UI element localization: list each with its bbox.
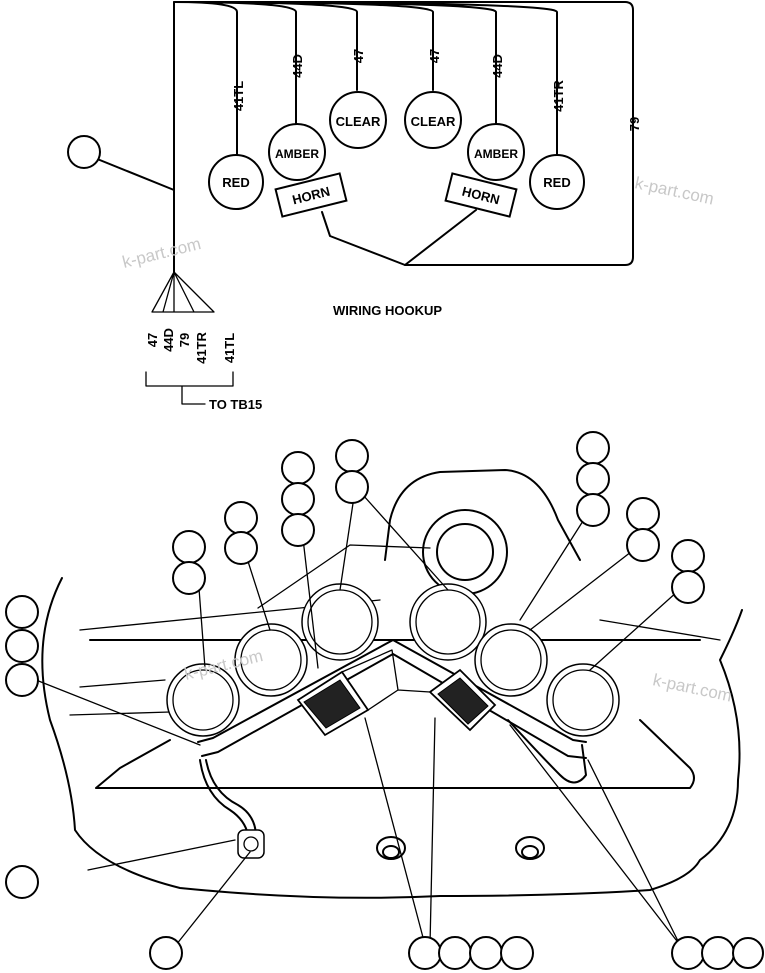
lamp-panel-assembly: [5, 431, 764, 970]
lamp-label-red-left: RED: [222, 175, 249, 190]
panel-lamp-red-left: [166, 663, 240, 737]
wire-label-44d-left: 44D: [290, 54, 305, 78]
horn-left: [274, 172, 348, 218]
harness-connector: [237, 829, 265, 859]
callout-bubble: [5, 865, 39, 899]
callout-bubble: [281, 482, 315, 516]
bundle-wire-44d: 44D: [161, 328, 176, 352]
callout-bubble: [281, 451, 315, 485]
panel-lamp-amber-left: [234, 623, 308, 697]
bundle-wire-41tl: 41TL: [222, 333, 237, 363]
callout-bubble: [671, 570, 705, 604]
lamp-label-clear-right: CLEAR: [411, 114, 456, 129]
lamp-label-red-right: RED: [543, 175, 570, 190]
lamp-red-right: [529, 154, 585, 210]
destination-label: TO TB15: [209, 397, 262, 412]
lamp-amber-left: [268, 123, 326, 181]
callout-bubble: [281, 513, 315, 547]
panel-lamp-clear-right: [409, 583, 487, 661]
wire-label-47-right: 47: [427, 49, 442, 63]
bundle-wire-41tr: 41TR: [194, 331, 209, 363]
lamp-clear-right: [404, 91, 462, 149]
callout-bubble: [671, 936, 705, 970]
callout-bubble: [335, 470, 369, 504]
lamp-red-left: [208, 154, 264, 210]
wire-label-47-left: 47: [351, 49, 366, 63]
callout-bubble: [438, 936, 472, 970]
callout-bubble: [701, 936, 735, 970]
callout-bubble: [626, 528, 660, 562]
callout-bubble: [149, 936, 183, 970]
callout-bubble: [5, 663, 39, 697]
callout-bubble: [500, 936, 534, 970]
callout-bubble: [732, 937, 764, 969]
lamp-amber-right: [467, 123, 525, 181]
callout-bubble: [469, 936, 503, 970]
horn-right: [444, 172, 518, 218]
callout-bubble-schematic: [67, 135, 101, 169]
callout-bubble: [5, 595, 39, 629]
lamp-label-amber-left: AMBER: [275, 147, 319, 161]
lamp-clear-left: [329, 91, 387, 149]
panel-lamp-amber-right: [474, 623, 548, 697]
wire-label-41tl: 41TL: [231, 81, 246, 111]
callout-bubble: [671, 539, 705, 573]
watermark: k-part.com: [651, 670, 733, 705]
wire-label-79: 79: [627, 117, 642, 131]
callout-bubble: [335, 439, 369, 473]
wire-label-44d-right: 44D: [490, 54, 505, 78]
watermark: k-part.com: [120, 234, 203, 272]
callout-bubble: [576, 493, 610, 527]
callout-bubble: [576, 431, 610, 465]
callout-bubble: [408, 936, 442, 970]
panel-lamp-clear-left: [301, 583, 379, 661]
panel-lamp-red-right: [546, 663, 620, 737]
diagram-title: WIRING HOOKUP: [333, 303, 442, 318]
watermark: k-part.com: [633, 173, 715, 208]
callout-bubble: [172, 530, 206, 564]
callout-bubble: [576, 462, 610, 496]
lamp-label-amber-right: AMBER: [474, 147, 518, 161]
wire-label-41tr: 41TR: [551, 79, 566, 111]
callout-bubble: [5, 629, 39, 663]
lamp-label-clear-left: CLEAR: [336, 114, 381, 129]
callout-bubble: [172, 561, 206, 595]
bundle-wire-79: 79: [177, 333, 192, 347]
wiring-hookup-schematic: 41TL 44D 47 47 44D 41TR 79 RED AMBER CLE…: [67, 1, 642, 412]
bundle-wire-47: 47: [145, 333, 160, 347]
callout-bubble: [626, 497, 660, 531]
callout-bubble: [224, 501, 258, 535]
callout-bubble: [224, 531, 258, 565]
